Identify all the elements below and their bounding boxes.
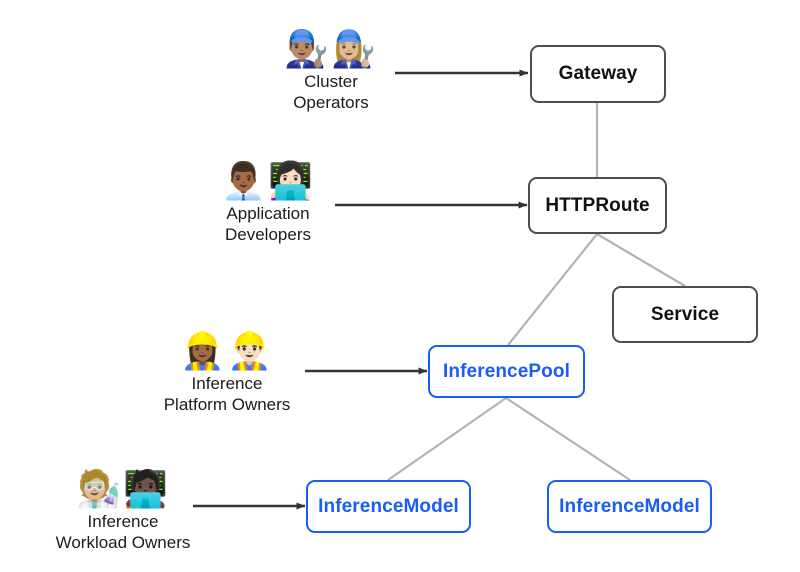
edge-httproute-to-service: [596, 233, 686, 287]
persona-arrows: [193, 69, 529, 510]
node-inferencepool[interactable]: InferencePool: [428, 345, 585, 398]
edge-inferencepool-to-model1: [387, 397, 507, 481]
persona-emoji-icon: 👨🏾‍💼👩🏻‍💻: [221, 160, 315, 201]
persona-emoji-icon: 🧑🏼‍🔬🧑🏿‍💻: [76, 468, 170, 509]
node-label: Gateway: [558, 63, 638, 84]
node-connector-lines: [387, 103, 686, 481]
node-label: InferencePool: [443, 360, 570, 382]
node-httproute[interactable]: HTTPRoute: [528, 177, 667, 234]
persona-label: Application Developers: [225, 204, 311, 244]
edge-inferencepool-to-model2: [505, 397, 631, 481]
persona-label: Cluster Operators: [293, 72, 369, 112]
persona-label: Inference Workload Owners: [55, 512, 191, 552]
node-label: InferenceModel: [318, 495, 459, 517]
node-inferencemodel2[interactable]: InferenceModel: [547, 480, 712, 533]
edge-httproute-to-inferencepool: [507, 233, 598, 346]
persona-inference-workload-owners: 🧑🏼‍🔬🧑🏿‍💻Inference Workload Owners: [18, 468, 228, 553]
node-label: HTTPRoute: [545, 194, 650, 216]
node-label: Service: [650, 303, 720, 325]
persona-emoji-icon: 👨🏽‍🔧👩🏼‍🔧: [284, 28, 378, 69]
persona-application-developers: 👨🏾‍💼👩🏻‍💻Application Developers: [163, 160, 373, 245]
node-service[interactable]: Service: [612, 286, 758, 343]
node-gateway[interactable]: Gateway: [530, 45, 666, 103]
persona-inference-platform-owners: 👷🏾‍♀️👷🏻‍♂️Inference Platform Owners: [122, 330, 332, 415]
persona-cluster-operators: 👨🏽‍🔧👩🏼‍🔧Cluster Operators: [226, 28, 436, 113]
persona-emoji-icon: 👷🏾‍♀️👷🏻‍♂️: [180, 330, 274, 371]
node-label: InferenceModel: [559, 495, 700, 517]
node-inferencemodel1[interactable]: InferenceModel: [306, 480, 471, 533]
persona-label: Inference Platform Owners: [163, 374, 291, 414]
